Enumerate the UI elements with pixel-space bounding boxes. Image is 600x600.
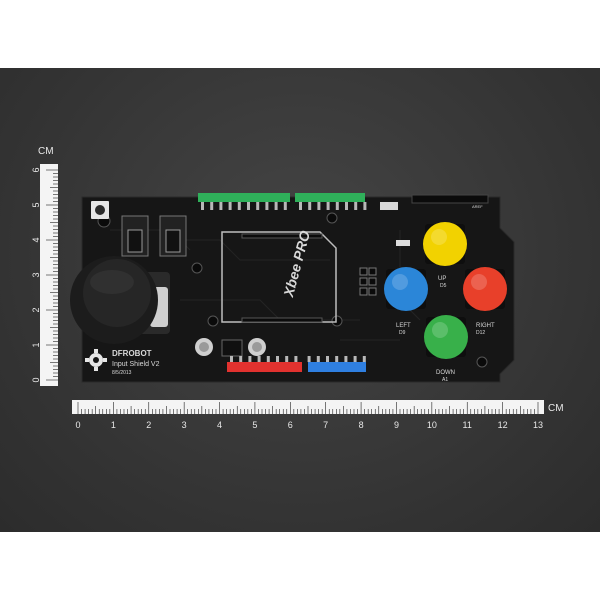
ruler-number: 7 xyxy=(323,420,328,430)
ruler-number: 12 xyxy=(498,420,508,430)
ruler-number: 0 xyxy=(31,377,41,382)
down-pin-label: A1 xyxy=(442,377,448,383)
regulator xyxy=(221,339,243,357)
left-pin-label: D9 xyxy=(399,330,406,336)
ruler-number: 9 xyxy=(394,420,399,430)
ruler-number: 2 xyxy=(31,307,41,312)
header-pin xyxy=(353,356,357,362)
dfrobot-logo-icon xyxy=(85,349,107,371)
header-pin xyxy=(257,356,261,362)
board-date: 8/5/2013 xyxy=(112,370,132,376)
green-header-left xyxy=(198,193,290,202)
joystick xyxy=(70,256,170,344)
reset-chip xyxy=(380,202,398,210)
header-pin xyxy=(326,202,330,210)
vertical-ruler: CM 0 1 2 3 4 5 6 xyxy=(31,146,58,386)
header-pin xyxy=(354,202,358,210)
header-pin xyxy=(247,202,250,210)
header-pin xyxy=(326,356,329,362)
header-pin xyxy=(239,356,243,362)
up-pin-label: D5 xyxy=(440,283,447,289)
header-pin xyxy=(201,202,204,210)
header-pin xyxy=(248,356,252,362)
header-pin xyxy=(308,202,312,210)
ruler-number: 3 xyxy=(182,420,187,430)
black-header xyxy=(411,194,489,204)
ruler-number: 11 xyxy=(463,420,472,430)
right-button xyxy=(463,267,507,311)
ruler-number: 6 xyxy=(31,167,41,172)
aref-label: AREF xyxy=(472,204,483,209)
vertical-ruler-unit: CM xyxy=(38,146,54,157)
header-pin xyxy=(363,202,367,210)
header-pin xyxy=(256,202,260,210)
ruler-number: 2 xyxy=(146,420,151,430)
xbee-socket xyxy=(221,231,337,323)
ruler-number: 10 xyxy=(427,420,437,430)
header-pin xyxy=(228,202,232,210)
header-pin xyxy=(299,202,302,210)
left-button xyxy=(384,267,428,311)
horizontal-ruler-unit: CM xyxy=(548,403,564,414)
header-pin xyxy=(344,356,348,362)
header-pin xyxy=(266,356,270,362)
header-pin xyxy=(345,202,348,210)
ruler-number: 1 xyxy=(31,342,41,347)
header-pin xyxy=(283,202,287,210)
down-button xyxy=(424,315,468,359)
right-pin-label: D12 xyxy=(476,330,485,336)
left-label: LEFT xyxy=(396,323,411,329)
ruler-number: 0 xyxy=(75,420,80,430)
right-label: RIGHT xyxy=(476,323,495,329)
header-pin xyxy=(316,356,320,362)
down-label: DOWN xyxy=(436,370,455,376)
header-pin xyxy=(307,356,311,362)
blue-header xyxy=(308,362,366,372)
pcb-board: AREF Xbee PRO xyxy=(70,193,515,383)
header-pin xyxy=(237,202,241,210)
header-pin xyxy=(317,202,321,210)
ruler-number: 5 xyxy=(252,420,257,430)
board-name: Input Shield V2 xyxy=(112,361,160,368)
ruler-number: 4 xyxy=(31,237,41,242)
header-pin xyxy=(265,202,269,210)
header-pin xyxy=(335,202,339,210)
red-header xyxy=(227,362,302,372)
up-label: UP xyxy=(438,276,446,282)
header-pin xyxy=(230,356,233,362)
header-pin xyxy=(362,356,366,362)
ruler-number: 13 xyxy=(533,420,543,430)
brand-label: DFROBOT xyxy=(112,349,152,358)
ruler-number: 8 xyxy=(359,420,364,430)
ruler-number: 3 xyxy=(31,272,41,277)
header-pin xyxy=(274,202,278,210)
header-pin xyxy=(335,356,339,362)
ruler-number: 5 xyxy=(31,202,41,207)
ruler-number: 4 xyxy=(217,420,222,430)
ruler-number: 1 xyxy=(111,420,116,430)
green-header-right xyxy=(295,193,365,202)
header-pin xyxy=(276,356,279,362)
header-pin xyxy=(210,202,214,210)
header-pin xyxy=(219,202,223,210)
up-button xyxy=(423,222,467,266)
ruler-number: 6 xyxy=(288,420,293,430)
header-pin xyxy=(294,356,298,362)
header-pin xyxy=(285,356,289,362)
